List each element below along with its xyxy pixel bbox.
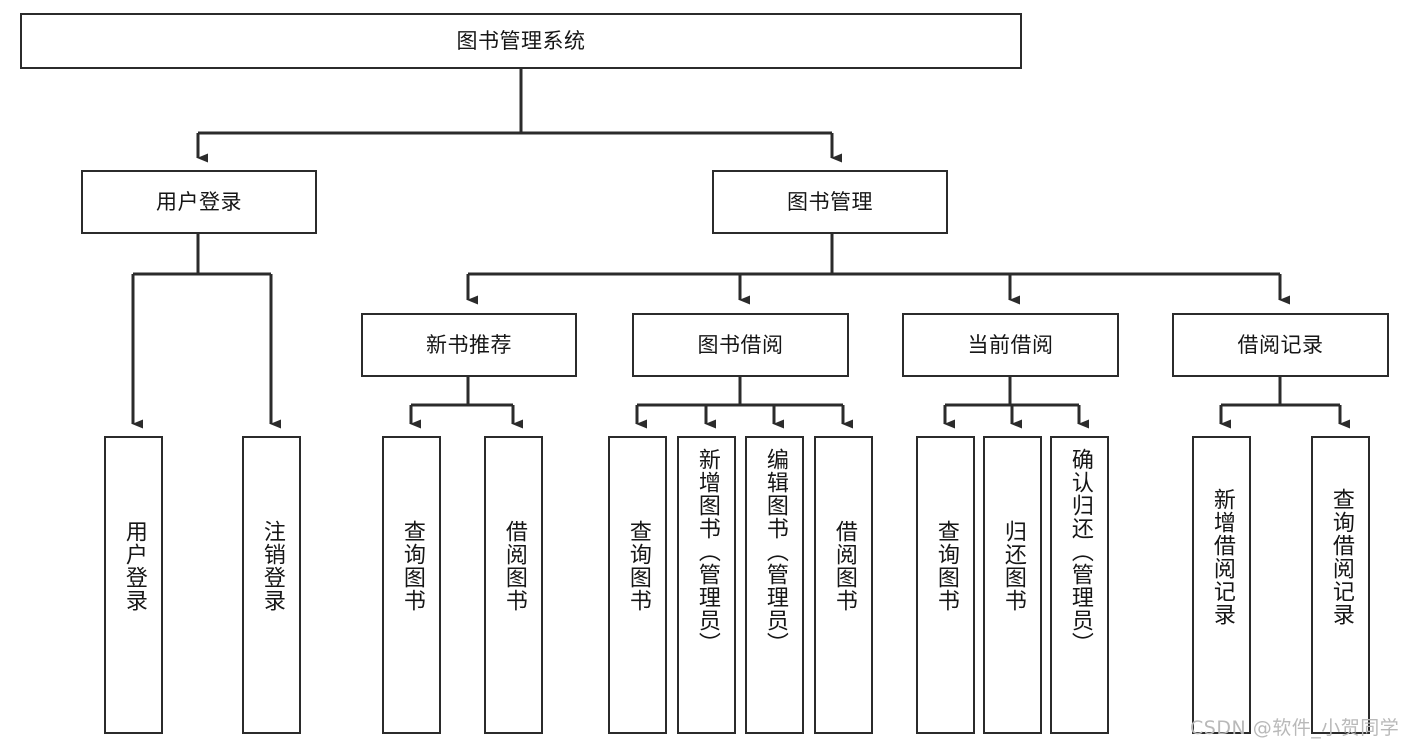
node-current-borrow[interactable]: 当前借阅 (902, 313, 1119, 377)
node-leaf-edit-book[interactable]: 编辑图书（管理员） (745, 436, 804, 734)
node-leaf-user-logout-label: 注销登录 (259, 520, 285, 612)
node-leaf-add-book-label: 新增图书（管理员） (694, 448, 720, 655)
node-leaf-add-book[interactable]: 新增图书（管理员） (677, 436, 736, 734)
node-book-manage[interactable]: 图书管理 (712, 170, 948, 234)
node-leaf-query-book-c-label: 查询图书 (933, 520, 959, 612)
node-leaf-user-login-label: 用户登录 (121, 520, 147, 612)
node-current-borrow-label: 当前借阅 (967, 332, 1054, 357)
node-user-login-label: 用户登录 (156, 189, 242, 214)
csdn-watermark: CSDN @软件_小贺同学 (1190, 717, 1400, 739)
node-book-borrow-label: 图书借阅 (697, 332, 784, 357)
node-new-book-recommend-label: 新书推荐 (426, 332, 512, 357)
node-leaf-query-record-label: 查询借阅记录 (1328, 488, 1354, 626)
node-root[interactable]: 图书管理系统 (20, 13, 1022, 69)
node-leaf-borrow-book-a-label: 借阅图书 (501, 520, 527, 612)
node-leaf-borrow-book-b-label: 借阅图书 (831, 520, 857, 612)
node-leaf-return-book-label: 归还图书 (1000, 520, 1026, 612)
node-leaf-user-logout[interactable]: 注销登录 (242, 436, 301, 734)
node-leaf-query-book-c[interactable]: 查询图书 (916, 436, 975, 734)
node-leaf-query-book-b-label: 查询图书 (625, 520, 651, 612)
node-new-book-recommend[interactable]: 新书推荐 (361, 313, 577, 377)
node-leaf-borrow-book-a[interactable]: 借阅图书 (484, 436, 543, 734)
node-leaf-query-book-a-label: 查询图书 (399, 520, 425, 612)
node-borrow-record-label: 借阅记录 (1237, 332, 1324, 357)
node-leaf-return-book[interactable]: 归还图书 (983, 436, 1042, 734)
node-leaf-query-book-b[interactable]: 查询图书 (608, 436, 667, 734)
node-leaf-confirm-return[interactable]: 确认归还（管理员） (1050, 436, 1109, 734)
node-leaf-user-login[interactable]: 用户登录 (104, 436, 163, 734)
node-leaf-add-record-label: 新增借阅记录 (1209, 488, 1235, 626)
node-root-label: 图书管理系统 (456, 28, 586, 53)
node-leaf-query-book-a[interactable]: 查询图书 (382, 436, 441, 734)
node-borrow-record[interactable]: 借阅记录 (1172, 313, 1389, 377)
node-user-login[interactable]: 用户登录 (81, 170, 317, 234)
node-leaf-query-record[interactable]: 查询借阅记录 (1311, 436, 1370, 734)
node-book-manage-label: 图书管理 (787, 189, 873, 214)
node-book-borrow[interactable]: 图书借阅 (632, 313, 849, 377)
node-leaf-edit-book-label: 编辑图书（管理员） (762, 448, 788, 655)
node-leaf-add-record[interactable]: 新增借阅记录 (1192, 436, 1251, 734)
node-leaf-confirm-return-label: 确认归还（管理员） (1067, 448, 1093, 655)
node-leaf-borrow-book-b[interactable]: 借阅图书 (814, 436, 873, 734)
